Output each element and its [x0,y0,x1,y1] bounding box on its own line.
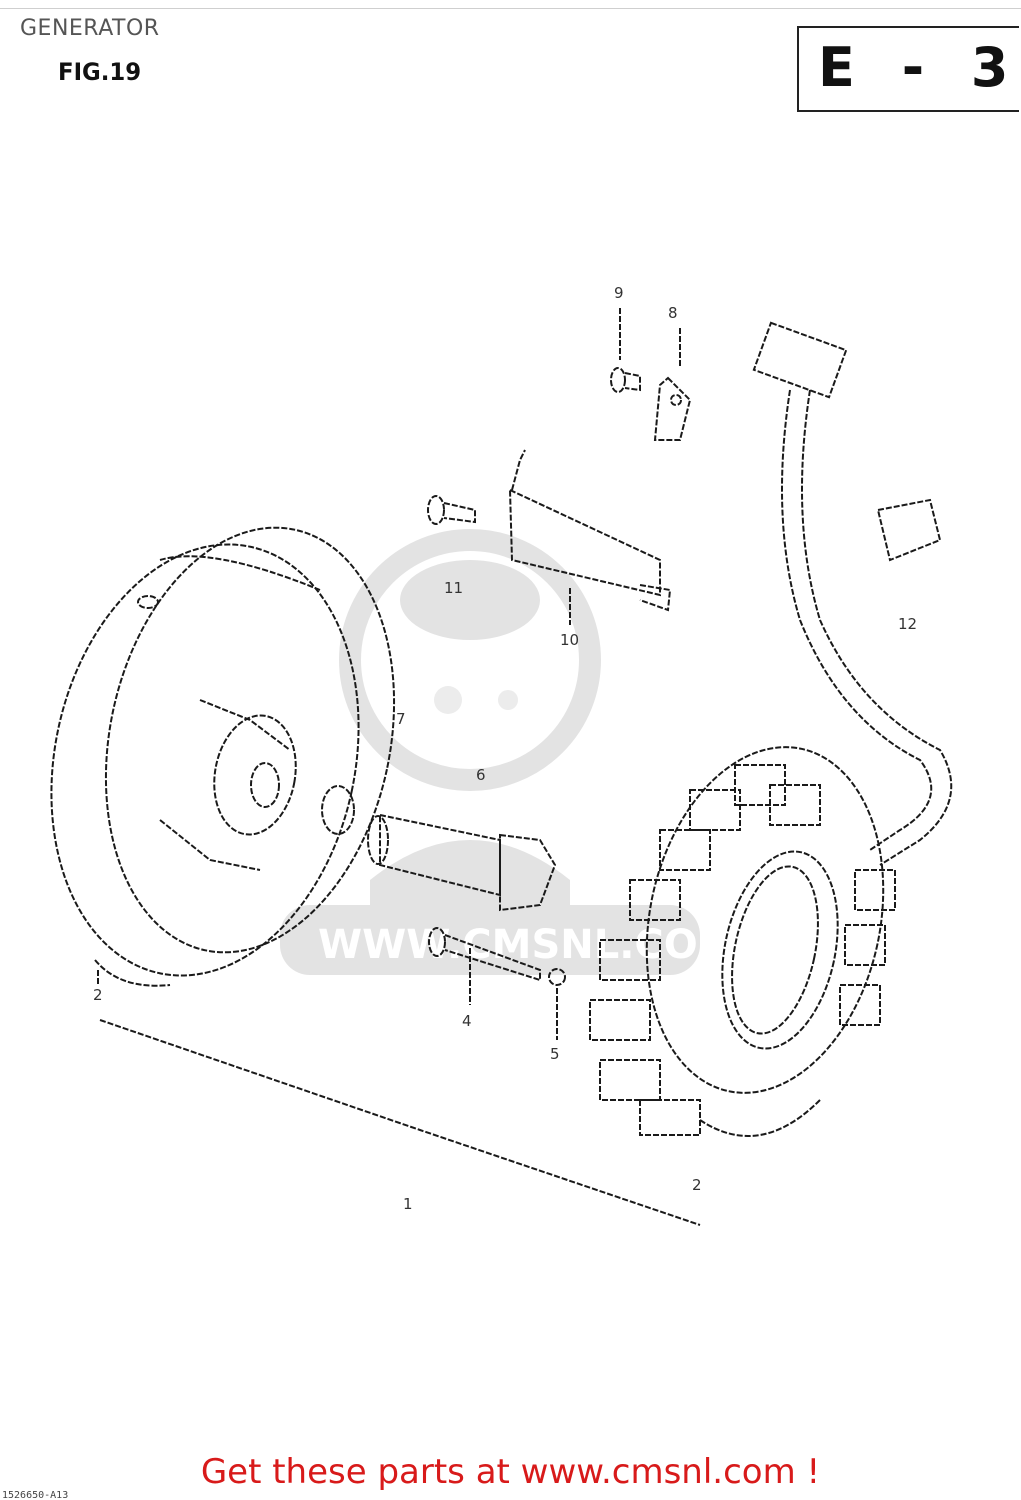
callout-12: 12 [898,615,918,633]
callout-5: 5 [550,1045,560,1063]
section-code-box [797,26,1019,112]
top-divider [0,8,1021,9]
screw-part [428,927,566,986]
clamp-part [653,376,692,441]
watermark-text: WWW.CMSNL.COM [318,922,738,968]
buy-parts-link[interactable]: Get these parts at www.cmsnl.com ! [200,1452,821,1492]
figure-label: FIG.19 [58,58,142,86]
watermark-logo [280,529,700,975]
clamp-screw-part [610,367,641,393]
callout-8: 8 [668,304,678,322]
drawing-lines [50,308,953,1226]
bracket-screw-part [427,495,476,525]
bracket-part [508,449,672,612]
callout-7: 7 [396,710,406,728]
footer-code: 1526650-A13 [2,1490,69,1500]
callout-1: 1 [403,1195,413,1213]
rotor-part [50,526,396,987]
page-title: GENERATOR [20,16,160,41]
callout-2-stator: 2 [692,1176,702,1194]
callout-11: 11 [444,579,464,597]
callout-2-rotor: 2 [93,986,103,1004]
callout-6: 6 [476,766,486,784]
callout-9: 9 [614,284,624,302]
lead-wire-part [752,321,953,866]
callout-4: 4 [462,1012,472,1030]
callout-10: 10 [560,631,580,649]
rotor-bolt-part [367,813,557,912]
section-code: E - 3 [818,36,1021,99]
stator-part [589,746,896,1137]
